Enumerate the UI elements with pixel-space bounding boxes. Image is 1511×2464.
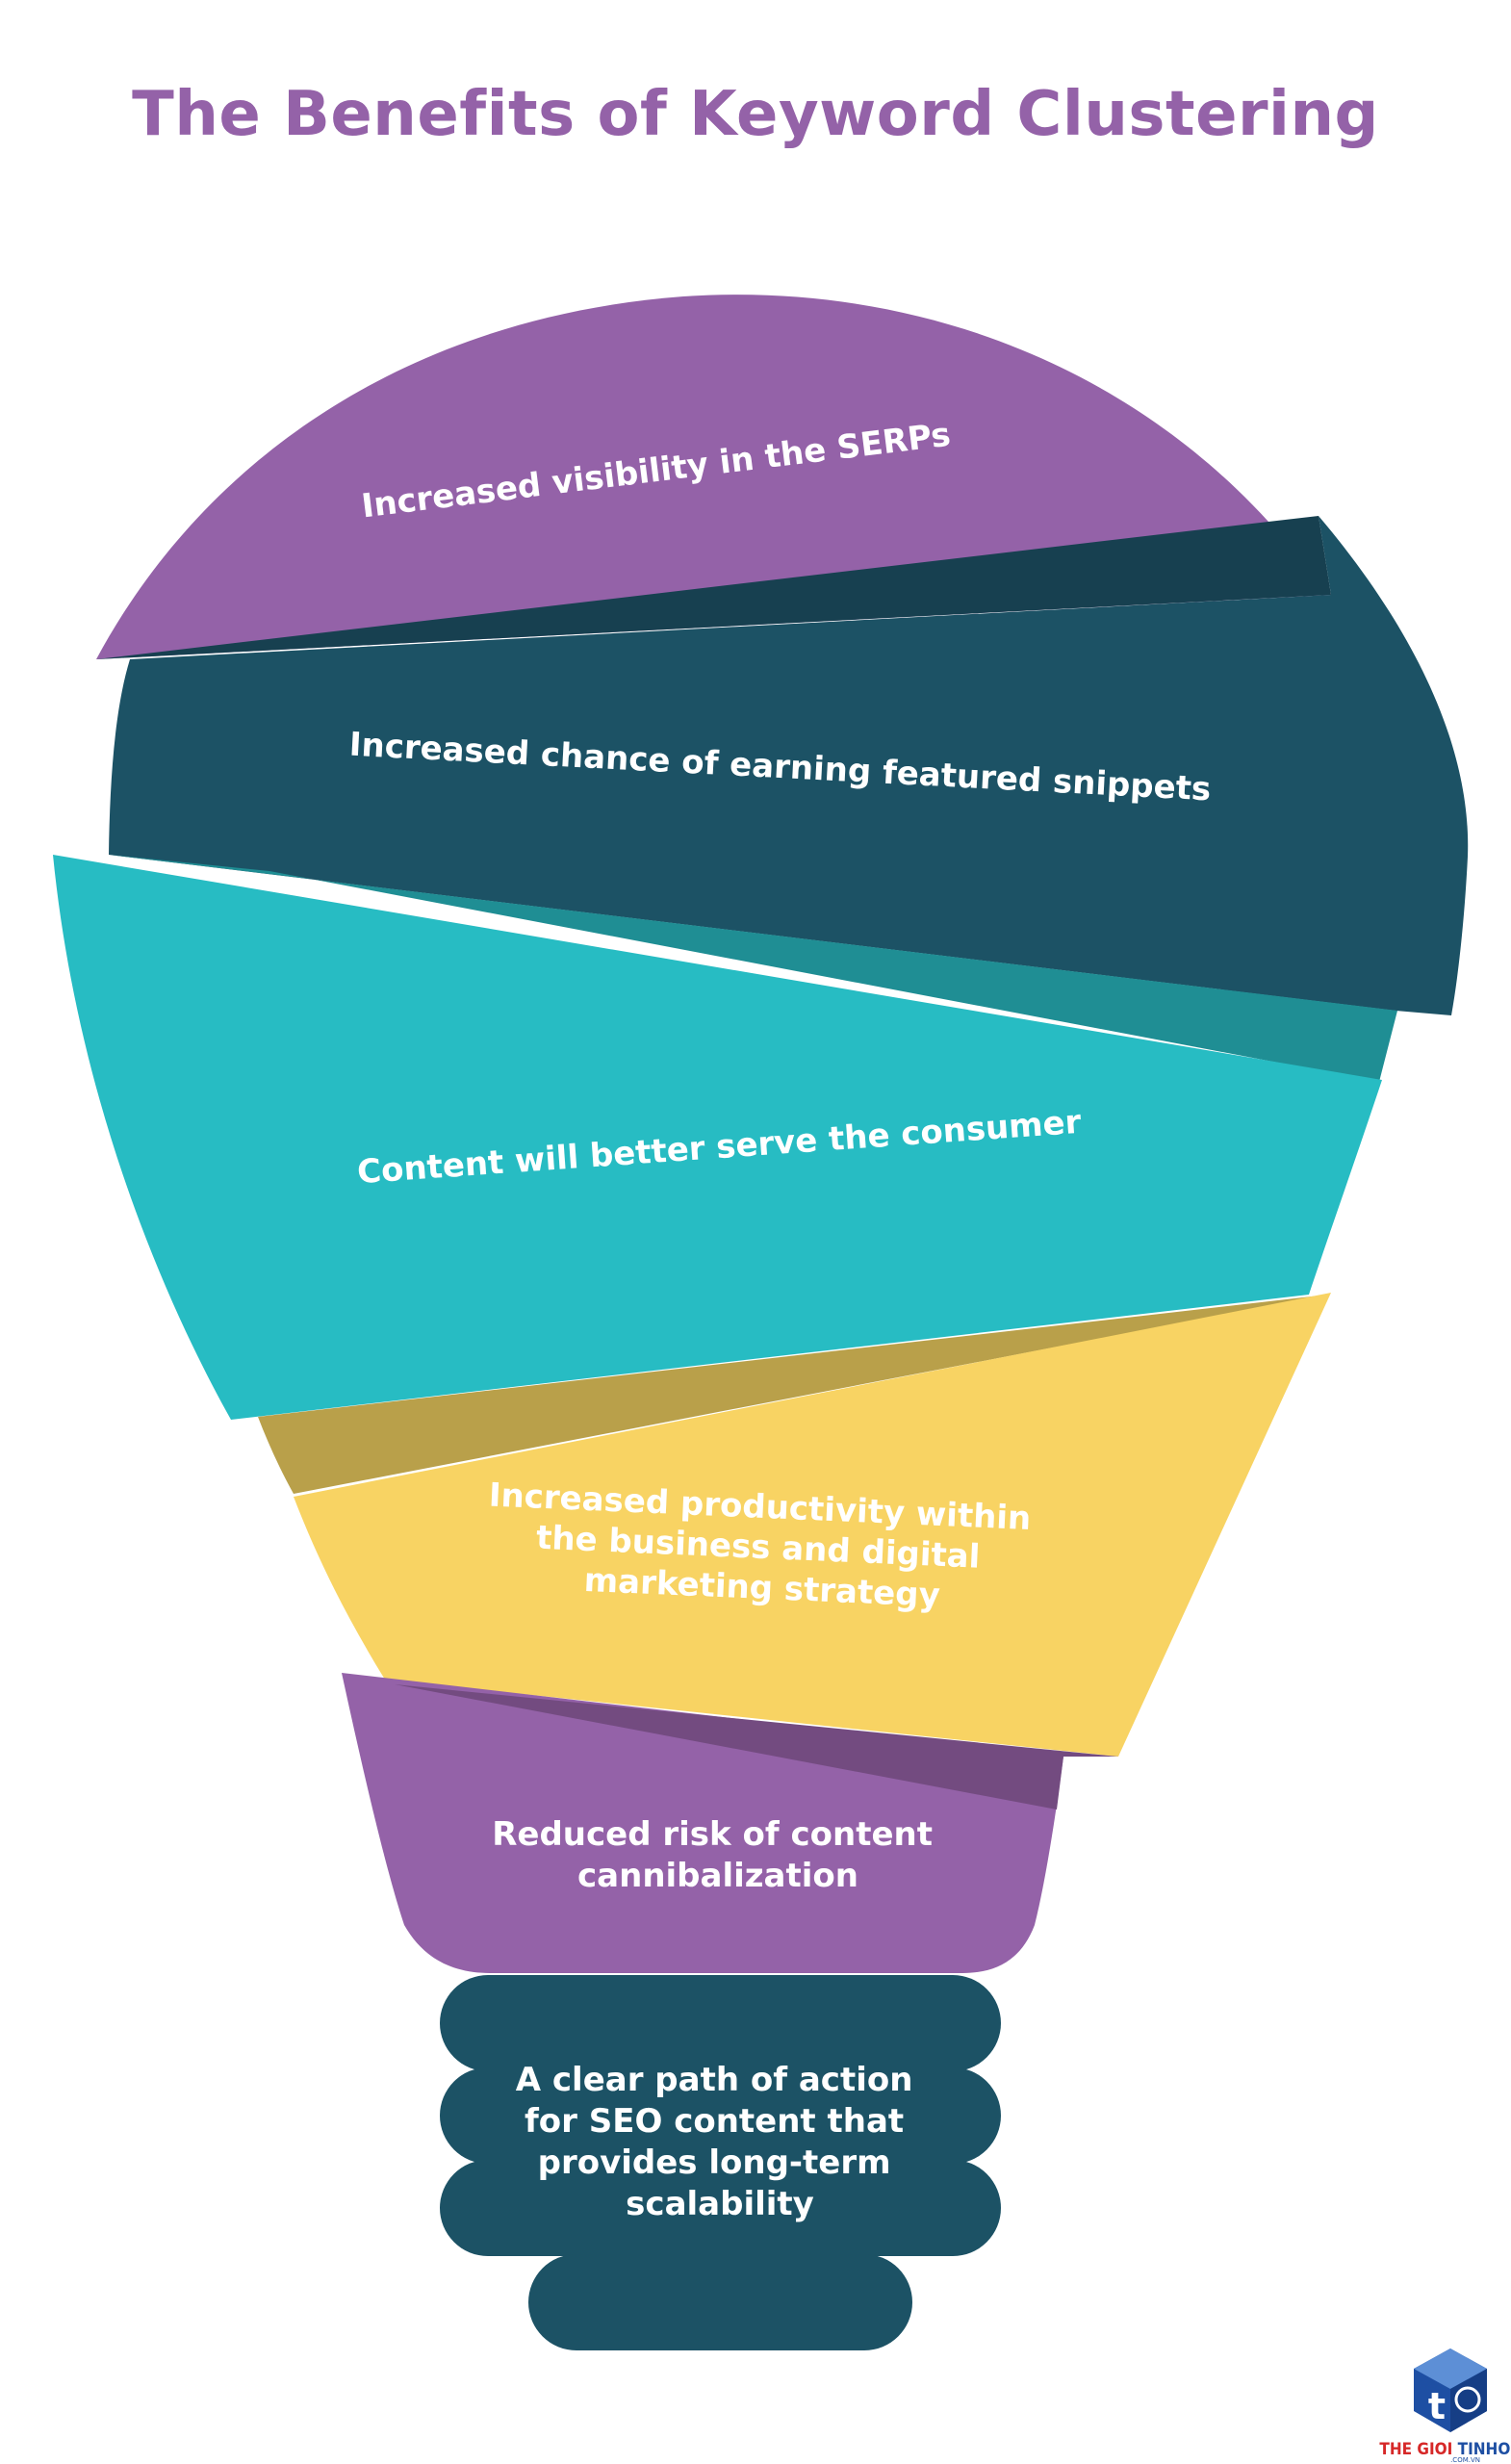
brand-name: THE GIOI TINHOC xyxy=(1379,2440,1511,2459)
segment-scalability-label: A clear path of action for SEO content t… xyxy=(516,2061,925,2223)
base-ring-2 xyxy=(440,2067,1001,2164)
segment-cannibalization-shadow xyxy=(395,1684,1118,1810)
base-ring-3 xyxy=(440,2160,1001,2256)
base-ring-bottom xyxy=(528,2254,912,2350)
cube-logo-icon: t xyxy=(1414,2348,1487,2432)
segment-cannibalization-label: Reduced risk of content cannibalization xyxy=(492,1815,944,1895)
segment-consumer-shape xyxy=(53,855,1382,1420)
segment-snippets-shadow xyxy=(109,855,1397,1082)
page-title: The Benefits of Keyword Clustering xyxy=(132,79,1379,150)
segment-snippets-shape xyxy=(109,516,1469,1015)
segment-productivity-label: Increased productivity within the busine… xyxy=(484,1476,1042,1619)
segment-consumer-shadow xyxy=(258,1295,1328,1494)
segment-productivity-shape xyxy=(294,1293,1331,1757)
segment-visibility-shadow xyxy=(96,516,1331,659)
base-ring-1 xyxy=(440,1975,1001,2071)
brand-domain: .COM.VN xyxy=(1450,2456,1480,2464)
svg-text:t: t xyxy=(1428,2385,1446,2427)
